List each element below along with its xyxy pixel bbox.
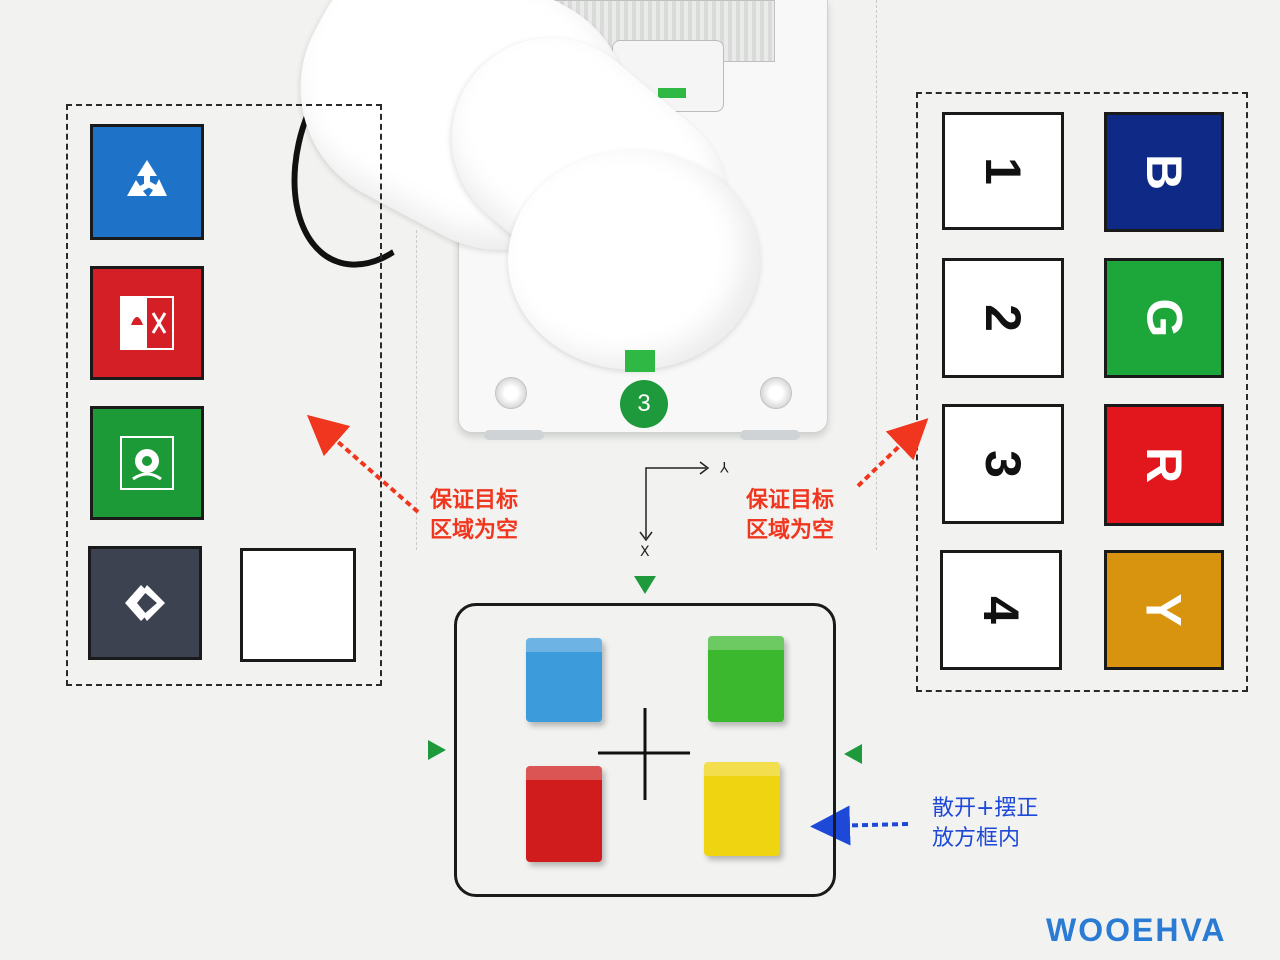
placement-note: 散开+摆正 放方框内 — [932, 794, 1038, 854]
right-note-line2: 区域为空 — [746, 518, 835, 543]
blue-arrow — [810, 805, 909, 846]
base-status-led — [625, 350, 655, 372]
suction-cup-left — [495, 377, 527, 409]
number-tile-2: 2 — [942, 258, 1064, 378]
green-cube-top — [708, 636, 784, 650]
brand-logo: WOOEHVA — [1046, 912, 1227, 948]
robot-id-badge: 3 — [620, 380, 668, 428]
suction-cup-right — [760, 377, 792, 409]
hazardous-waste-tile — [90, 266, 204, 380]
number-tile-4: 4 — [940, 550, 1062, 670]
left-note-line1: 保证目标 — [430, 488, 519, 513]
kitchen-waste-tile — [90, 406, 204, 520]
x-axis-arrow — [639, 531, 653, 542]
letter-tile-r: R — [1104, 404, 1224, 526]
hazardous-waste-icon — [120, 296, 174, 350]
yellow-cube[interactable] — [704, 762, 780, 856]
recycle-tile — [90, 124, 204, 240]
status-led — [658, 88, 686, 98]
axis-lines — [645, 467, 706, 538]
left-note-line2: 区域为空 — [430, 518, 519, 543]
blue-cube-top — [526, 638, 602, 652]
right-note: 保证目标 区域为空 — [746, 486, 834, 546]
blue-cube[interactable] — [526, 638, 602, 722]
number-tile-3: 3 — [942, 404, 1064, 524]
x-axis-label: X — [640, 544, 650, 560]
right-note-line1: 保证目标 — [746, 488, 835, 513]
y-axis-arrow — [699, 461, 710, 475]
guide-line-right — [876, 0, 877, 550]
right-red-arrow — [856, 418, 929, 488]
placement-frame — [454, 603, 836, 897]
right-target-zone — [916, 92, 1248, 692]
foot-left — [484, 430, 544, 440]
placement-note-line2: 放方框内 — [932, 826, 1021, 851]
placement-note-line1: 散开+摆正 — [932, 796, 1039, 821]
other-waste-tile — [88, 546, 202, 660]
kitchen-waste-icon — [120, 436, 174, 490]
left-red-arrow — [306, 414, 420, 514]
empty-slot — [240, 548, 356, 662]
green-cube[interactable] — [708, 636, 784, 722]
red-cube-top — [526, 766, 602, 780]
letter-tile-b: B — [1104, 112, 1224, 232]
y-axis-label: Y — [720, 458, 729, 474]
robot-base-joint — [508, 150, 760, 370]
red-cube[interactable] — [526, 766, 602, 862]
left-note: 保证目标 区域为空 — [430, 486, 518, 546]
number-tile-1: 1 — [942, 112, 1064, 230]
letter-tile-g: G — [1104, 258, 1224, 378]
right-marker — [844, 744, 862, 764]
left-marker — [428, 740, 446, 760]
top-marker — [634, 576, 656, 594]
other-waste-icon — [125, 585, 165, 621]
guide-line-left — [416, 230, 417, 550]
foot-right — [740, 430, 800, 440]
left-target-zone — [66, 104, 382, 686]
recycle-icon — [127, 160, 167, 196]
letter-tile-y: Y — [1104, 550, 1224, 670]
yellow-cube-top — [704, 762, 780, 776]
